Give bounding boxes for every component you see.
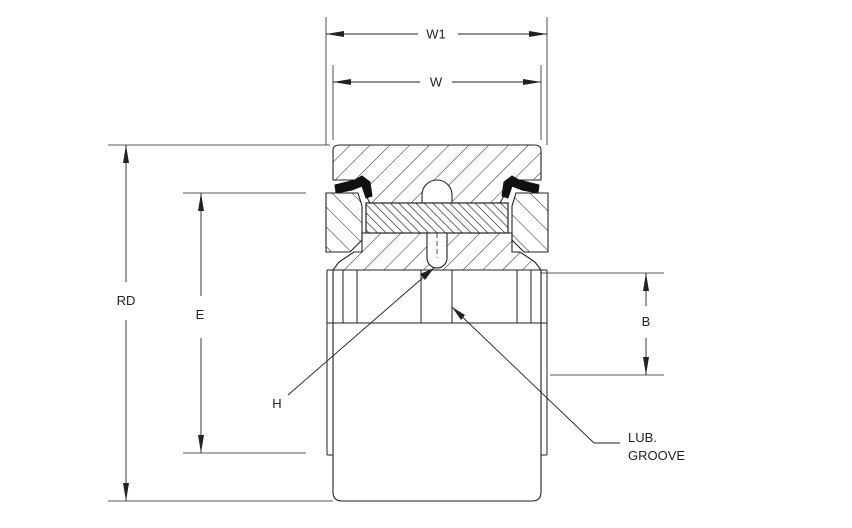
dim-b-arrow-top [643,273,649,291]
dim-e-arrow-bottom [198,435,204,453]
seal-right [501,175,540,199]
lube-hole-top [421,179,453,204]
dim-w-label: W [430,75,443,90]
leader-lub-groove-arrow [452,307,465,320]
leader-lub-groove [451,306,595,444]
dim-w1-arrow-right [529,31,547,37]
leader-lub-groove-label-1: LUB. [628,430,657,445]
leader-h-arrow [420,268,434,280]
leader-h [287,267,435,396]
dim-rd-label: RD [117,293,136,308]
dim-b-arrow-bottom [643,357,649,375]
needle-roller [365,202,509,234]
dim-w1-arrow-left [326,31,344,37]
dim-rd-arrow-top [123,145,129,163]
dim-e-arrow-top [198,193,204,211]
flange-right [511,192,549,253]
dim-w-arrow-right [523,79,541,85]
flange-left [325,192,363,253]
dim-w1-label: W1 [426,27,446,42]
outer-ring-body [332,269,542,502]
dim-rd-arrow-bottom [123,483,129,501]
dim-w-arrow-left [333,79,351,85]
dim-e-label: E [196,307,205,322]
leader-lub-groove-label-2: GROOVE [628,448,685,463]
leader-h-label: H [272,396,281,411]
seal-left [334,175,373,199]
dim-b-label: B [642,314,651,329]
